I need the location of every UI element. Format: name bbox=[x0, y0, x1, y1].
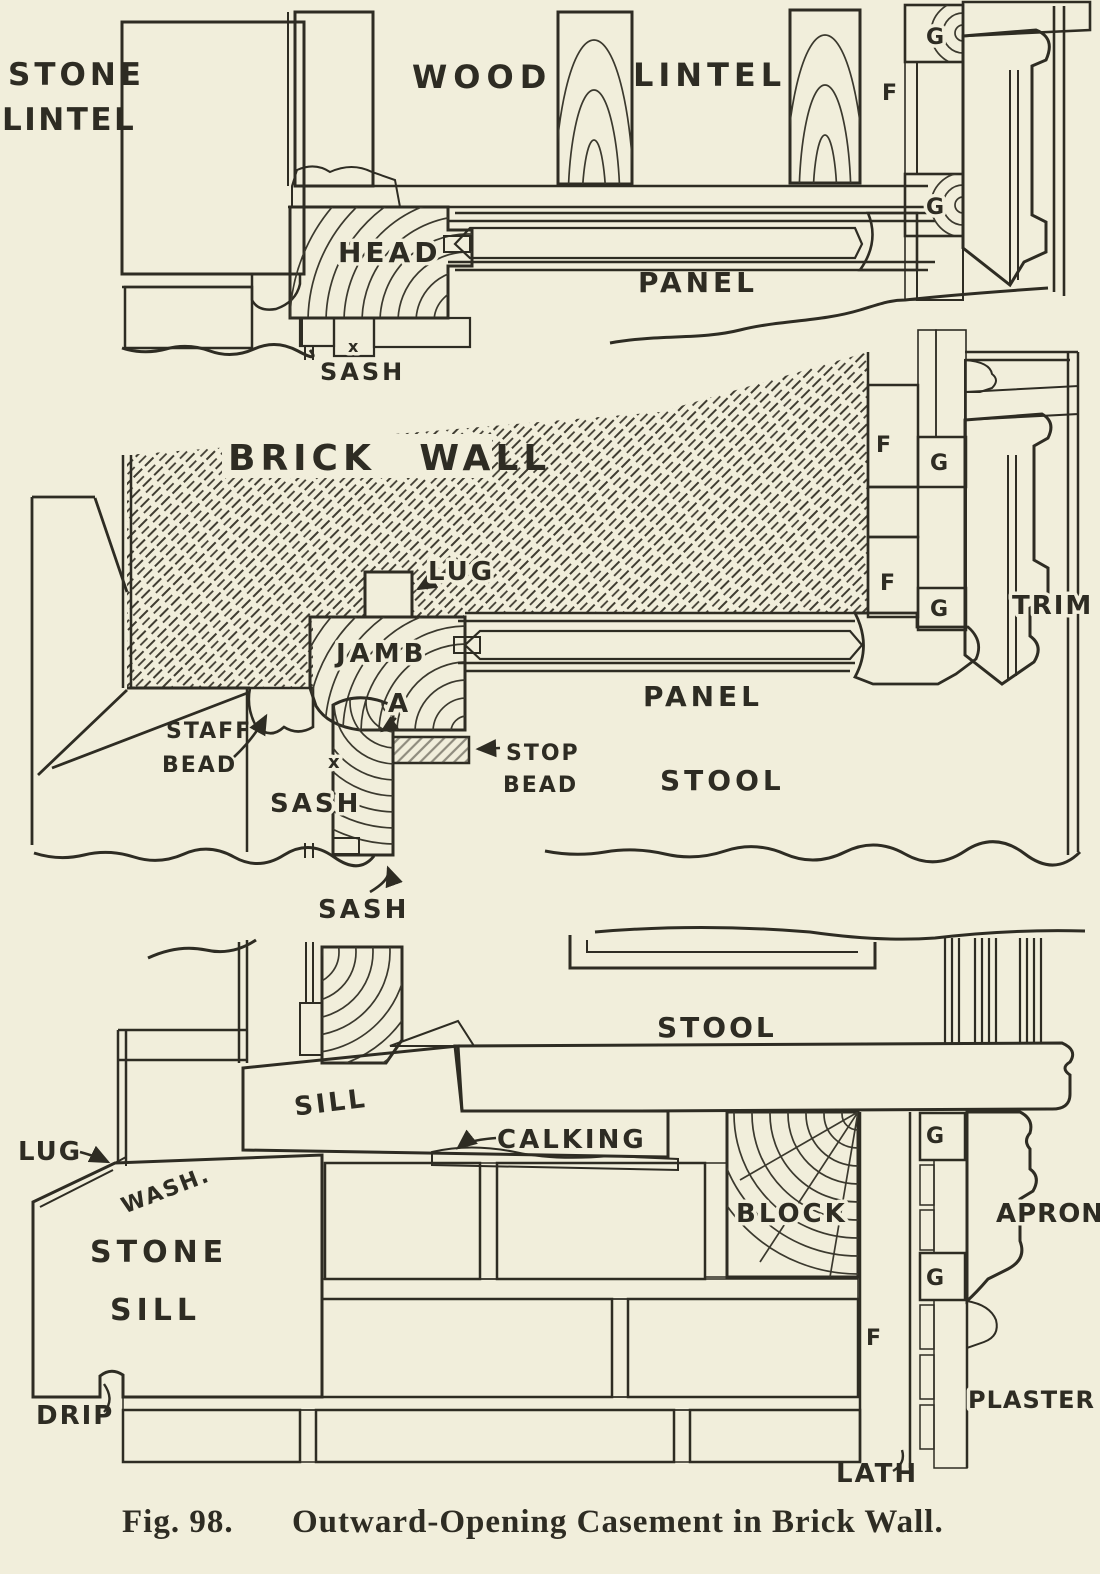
block-shape bbox=[725, 1110, 860, 1279]
lug-leader-arrow bbox=[79, 1145, 111, 1164]
plaster-key-blob bbox=[966, 1299, 998, 1350]
break-line bbox=[121, 343, 315, 359]
brick-wall-hatch bbox=[127, 352, 868, 688]
staff-bead-label-line1: STAFF bbox=[166, 719, 252, 744]
wash-line bbox=[39, 1169, 114, 1208]
stone-lintel-label-line2: LINTEL bbox=[2, 102, 136, 138]
furring-letter-head: F bbox=[882, 81, 897, 106]
staff-bead-shape bbox=[247, 686, 315, 735]
trim-label: TRIM bbox=[1012, 591, 1093, 621]
break-line bbox=[147, 938, 257, 960]
ground-letter-sill-bottom: G bbox=[926, 1266, 944, 1291]
staff-bead-label-line2: BEAD bbox=[162, 753, 237, 778]
drip-leader bbox=[102, 1383, 111, 1413]
a-mark-leader bbox=[380, 716, 400, 733]
ground-letter-sill-top: G bbox=[926, 1124, 944, 1149]
staff-bead-leader-arrow bbox=[233, 713, 268, 758]
x-mark-jamb: x bbox=[328, 752, 340, 773]
stool-end-moulding bbox=[852, 611, 981, 686]
apron-shape bbox=[965, 1110, 1038, 1305]
label-halo bbox=[222, 434, 492, 478]
calking-label: CALKING bbox=[497, 1125, 647, 1155]
sill-section: STOOL SILL CALKING LUG WASH. STONE SILL … bbox=[18, 926, 1100, 1489]
apron-label: APRON bbox=[996, 1199, 1100, 1229]
stone-sill-label-line1: STONE bbox=[90, 1235, 228, 1270]
stool-label-jamb: STOOL bbox=[660, 764, 785, 797]
figure-title: Outward-Opening Casement in Brick Wall. bbox=[292, 1504, 944, 1540]
furring-letter-jamb-top: F bbox=[876, 433, 891, 458]
break-line bbox=[609, 286, 1049, 345]
head-label: HEAD bbox=[338, 236, 441, 269]
jamb-shape bbox=[308, 615, 467, 732]
stop-bead-leader-arrow bbox=[475, 739, 501, 758]
block-label: BLOCK bbox=[736, 1199, 848, 1229]
furring-letter-sill: F bbox=[866, 1326, 881, 1351]
lath-leader bbox=[892, 1449, 905, 1473]
sash-stile-shape bbox=[331, 696, 395, 857]
ground-letter-head-top: G bbox=[926, 25, 944, 50]
break-line bbox=[544, 840, 1082, 867]
stool-label-sill: STOOL bbox=[657, 1011, 777, 1044]
head-staff-bead bbox=[250, 272, 302, 311]
break-line bbox=[33, 846, 376, 868]
lug-label: LUG bbox=[428, 557, 495, 587]
panel-label-jamb: PANEL bbox=[643, 680, 763, 713]
furring-letter-jamb-bottom: F bbox=[880, 571, 895, 596]
stop-bead-label-line1: STOP bbox=[506, 741, 580, 766]
brick-wall-label: BRICK WALL bbox=[228, 438, 551, 479]
jamb-section: BRICK WALL LUG JAMB A x STAFF BEAD SASH … bbox=[30, 329, 1095, 925]
wood-lintel-board-left bbox=[556, 10, 634, 186]
wood-lintel-label-wood: WOOD bbox=[412, 58, 552, 96]
jamb-label: JAMB bbox=[334, 639, 428, 669]
lug-leader-arrow bbox=[415, 570, 447, 591]
caption: Fig. 98. Outward-Opening Casement in Bri… bbox=[122, 1504, 944, 1540]
head-section: STONE LINTEL WOOD LINTEL HEAD SASH PANEL… bbox=[2, 0, 1092, 386]
trim-head-body bbox=[961, 28, 1051, 288]
wood-lintel-board-right bbox=[788, 8, 862, 185]
x-mark-head: x bbox=[348, 337, 359, 356]
lug-label-sill: LUG bbox=[18, 1137, 82, 1167]
ground-letter-jamb-top: G bbox=[930, 451, 948, 476]
lath-lines bbox=[943, 938, 1043, 1043]
stone-lintel-label-line1: STONE bbox=[8, 57, 145, 93]
sill-shape bbox=[241, 1044, 670, 1159]
ground-letter-jamb-bottom: G bbox=[930, 597, 948, 622]
mortar-patch bbox=[291, 165, 402, 208]
drip-label: DRIP bbox=[36, 1401, 114, 1431]
trim-head-band bbox=[961, 0, 1092, 38]
plaster-label: PLASTER bbox=[968, 1386, 1095, 1414]
head-stud bbox=[293, 10, 375, 188]
trim-body bbox=[963, 412, 1053, 686]
panel-end-block bbox=[857, 211, 919, 272]
figure-number: Fig. 98. bbox=[122, 1504, 234, 1540]
sash-leader-arrow bbox=[369, 865, 403, 894]
panel-label-head: PANEL bbox=[638, 266, 758, 299]
lug-step bbox=[114, 1155, 127, 1166]
sash-label-jamb: SASH bbox=[270, 789, 361, 819]
stone-sill-label-line2: SILL bbox=[110, 1293, 201, 1328]
panel-core bbox=[463, 629, 864, 661]
sash-label-head: SASH bbox=[320, 358, 405, 386]
calking-leader-arrow bbox=[455, 1129, 497, 1150]
wood-lintel-label-lintel: LINTEL bbox=[633, 56, 786, 94]
break-line bbox=[594, 926, 1086, 941]
a-mark: A bbox=[388, 689, 408, 719]
lath-label: LATH bbox=[836, 1459, 918, 1489]
stool-shape bbox=[453, 1041, 1075, 1113]
panel-core bbox=[453, 226, 864, 260]
stop-bead-label-line2: BEAD bbox=[503, 773, 578, 798]
ground-letter-head-bottom: G bbox=[926, 195, 944, 220]
sash-pointer-label: SASH bbox=[318, 895, 409, 925]
